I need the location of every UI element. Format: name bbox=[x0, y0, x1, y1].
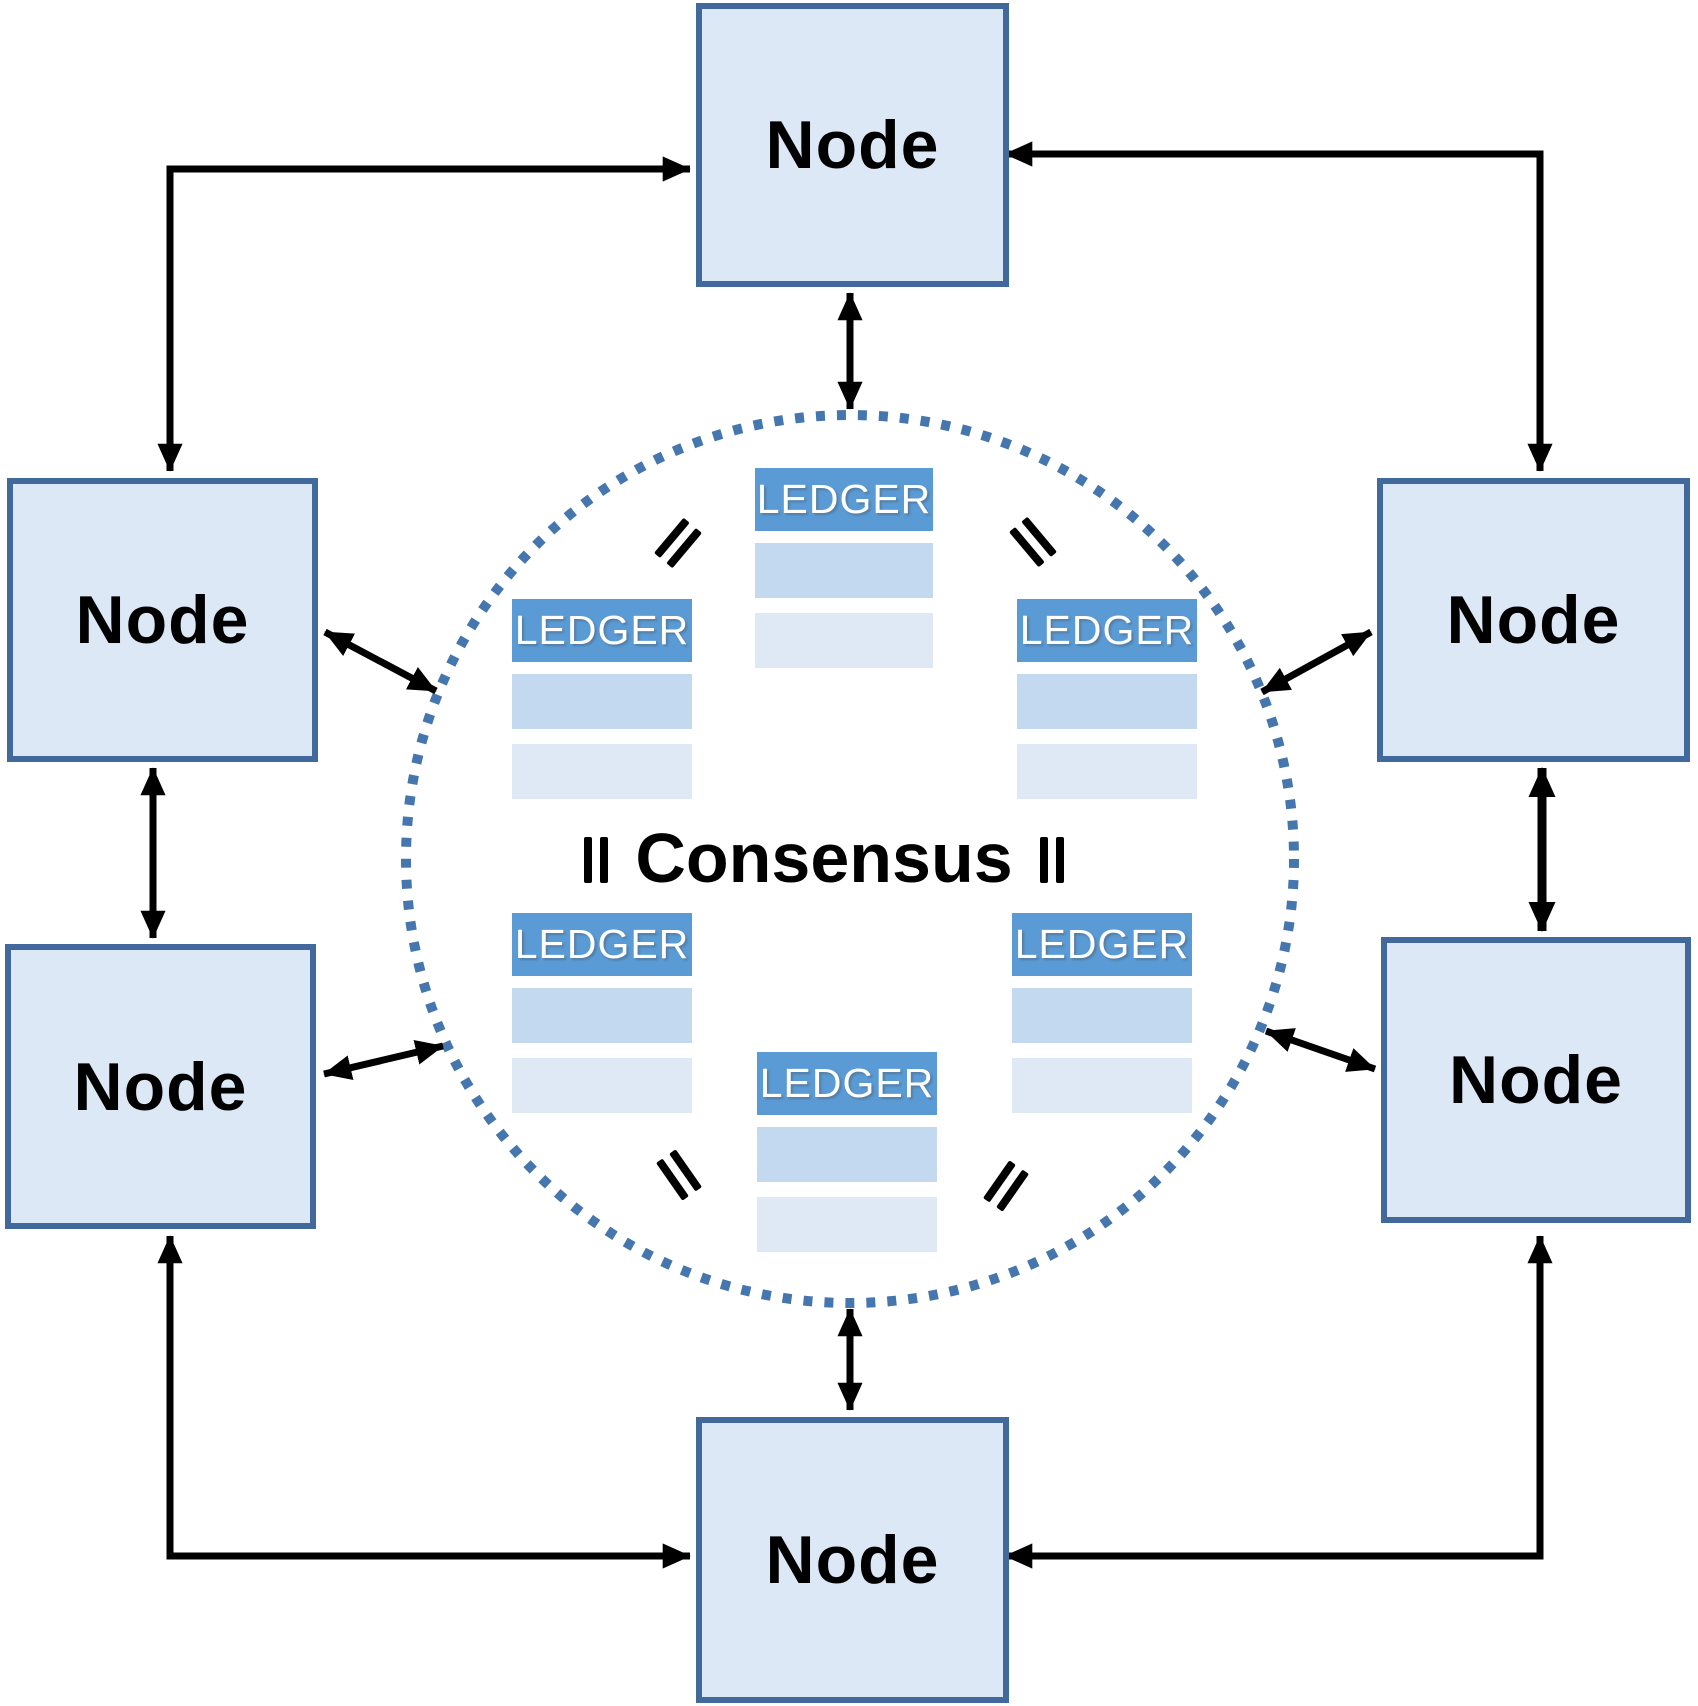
ledger-row bbox=[512, 988, 692, 1043]
ledger-block-top-center: LEDGER bbox=[755, 468, 933, 668]
ledger-row bbox=[1017, 744, 1197, 799]
connector-top-right bbox=[1004, 141, 1553, 472]
ledger-row bbox=[755, 543, 933, 598]
node-label: Node bbox=[75, 582, 250, 658]
node-box-upper-right: Node bbox=[1377, 478, 1690, 762]
ledger-header: LEDGER bbox=[755, 468, 933, 531]
connector-lower-right-node-circle bbox=[1264, 1027, 1377, 1073]
ledger-header: LEDGER bbox=[512, 913, 692, 976]
ledger-row bbox=[1017, 674, 1197, 729]
ledger-header: LEDGER bbox=[1012, 913, 1192, 976]
node-box-bottom: Node bbox=[696, 1417, 1009, 1703]
equals-bar bbox=[600, 837, 608, 883]
consensus-title: Consensus bbox=[635, 819, 1013, 897]
connector-bottom-right bbox=[1004, 1235, 1553, 1569]
consensus-circle bbox=[401, 410, 1299, 1308]
node-box-lower-right: Node bbox=[1381, 937, 1691, 1223]
connector-upper-left-node-circle bbox=[323, 628, 438, 695]
ledger-header: LEDGER bbox=[512, 599, 692, 662]
ledger-block-bottom-center: LEDGER bbox=[757, 1052, 937, 1252]
ledger-block-lower-left: LEDGER bbox=[512, 913, 692, 1113]
ledger-row bbox=[512, 744, 692, 799]
node-box-lower-left: Node bbox=[5, 944, 316, 1229]
equals-icon bbox=[584, 837, 608, 883]
equals-bar bbox=[1040, 837, 1048, 883]
ledger-header: LEDGER bbox=[1017, 599, 1197, 662]
equals-icon bbox=[1040, 837, 1064, 883]
ledger-row bbox=[1012, 988, 1192, 1043]
ledger-row bbox=[755, 613, 933, 668]
ledger-row bbox=[512, 1058, 692, 1113]
node-label: Node bbox=[765, 107, 940, 183]
connector-upper-right-node-circle bbox=[1260, 628, 1373, 696]
ledger-row bbox=[757, 1197, 937, 1252]
equals-bar bbox=[584, 837, 592, 883]
node-box-top: Node bbox=[696, 3, 1009, 287]
ledger-row bbox=[1012, 1058, 1192, 1113]
connector-bottom-left bbox=[157, 1235, 691, 1569]
node-label: Node bbox=[765, 1522, 940, 1598]
node-label: Node bbox=[73, 1048, 248, 1125]
node-label: Node bbox=[1449, 1042, 1623, 1118]
ledger-block-upper-left: LEDGER bbox=[512, 599, 692, 799]
ledger-row bbox=[757, 1127, 937, 1182]
ledger-row bbox=[512, 674, 692, 729]
connector-lower-left-node-circle bbox=[323, 1039, 444, 1081]
node-box-upper-left: Node bbox=[7, 478, 318, 762]
ledger-header: LEDGER bbox=[757, 1052, 937, 1115]
connector-top-left bbox=[157, 156, 691, 472]
ledger-block-upper-right: LEDGER bbox=[1017, 599, 1197, 799]
equals-bar bbox=[1056, 837, 1064, 883]
ledger-block-lower-right: LEDGER bbox=[1012, 913, 1192, 1113]
node-label: Node bbox=[1446, 582, 1621, 658]
